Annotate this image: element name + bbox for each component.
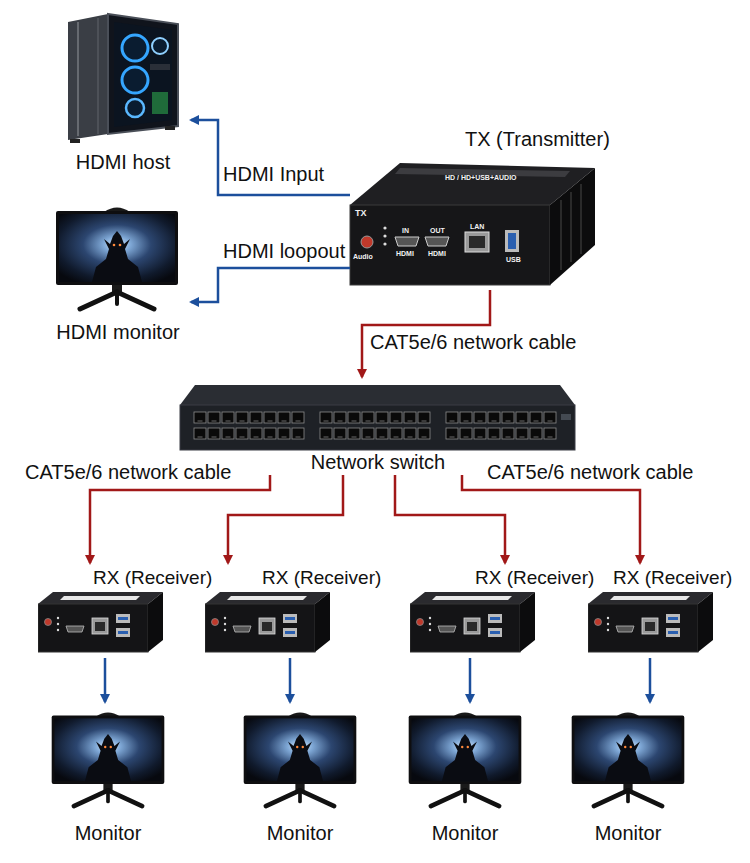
monitor-picture bbox=[244, 712, 357, 806]
monitor-node: Monitor bbox=[566, 705, 690, 850]
panel-label: IN bbox=[402, 227, 409, 234]
pc-tower bbox=[122, 35, 148, 61]
cable-label: CAT5e/6 network cable bbox=[23, 461, 233, 484]
receiver-picture bbox=[588, 592, 713, 652]
panel-label: HD / HD+USB+AUDIO bbox=[445, 174, 517, 181]
panel-label: TX bbox=[355, 209, 367, 218]
transmitter-device bbox=[465, 232, 489, 252]
node-title: RX (Receiver) bbox=[262, 566, 381, 589]
monitor-picture bbox=[52, 712, 165, 806]
receiver-picture bbox=[38, 592, 163, 652]
hdmi-arrow bbox=[649, 658, 652, 702]
network-switch bbox=[180, 385, 575, 405]
panel-label: LAN bbox=[470, 223, 484, 230]
transmitter-device bbox=[505, 230, 519, 252]
transmitter-device bbox=[580, 184, 582, 254]
node-title: HDMI monitor bbox=[56, 321, 179, 344]
pc-tower bbox=[70, 139, 80, 143]
transmitter-device bbox=[395, 237, 419, 246]
receiver-node: RX (Receiver) bbox=[205, 566, 390, 658]
hdmi-arrow bbox=[104, 658, 107, 702]
node-title: Monitor bbox=[267, 822, 334, 845]
cable-label: HDMI loopout bbox=[221, 240, 347, 263]
pc-tower bbox=[108, 14, 178, 134]
monitor-picture bbox=[572, 712, 685, 806]
hdmi-arrow bbox=[469, 658, 472, 702]
network-switch bbox=[180, 405, 575, 450]
network-cable-arrow bbox=[462, 475, 640, 563]
monitor-node: Monitor bbox=[238, 705, 362, 850]
connectors bbox=[90, 120, 650, 702]
receiver-node: RX (Receiver) bbox=[38, 566, 218, 658]
node-title: HDMI host bbox=[76, 151, 170, 174]
transmitter-node: TX (Transmitter) bbox=[350, 128, 615, 290]
receiver-picture bbox=[205, 592, 330, 652]
pc-tower bbox=[122, 67, 148, 93]
transmitter-device bbox=[469, 236, 485, 248]
node-title: RX (Receiver) bbox=[475, 566, 594, 589]
node-title: RX (Receiver) bbox=[613, 566, 732, 589]
transmitter-device bbox=[350, 205, 550, 285]
node-title: Monitor bbox=[595, 822, 662, 845]
monitor-picture bbox=[56, 208, 178, 310]
network-switch bbox=[180, 385, 575, 450]
pc-tower bbox=[150, 64, 170, 70]
pc-tower bbox=[68, 14, 178, 143]
node-title: Monitor bbox=[75, 822, 142, 845]
transmitter-device bbox=[350, 163, 595, 285]
transmitter-device bbox=[383, 234, 386, 237]
cable-label: HDMI Input bbox=[221, 163, 326, 186]
network-switch bbox=[561, 414, 571, 420]
cable-label: CAT5e/6 network cable bbox=[368, 331, 578, 354]
receiver-picture bbox=[410, 592, 535, 652]
network-cable-arrow bbox=[90, 475, 270, 563]
network-switch bbox=[319, 410, 431, 442]
pc-tower bbox=[152, 92, 168, 114]
monitor-picture bbox=[409, 712, 522, 806]
node-title: Monitor bbox=[432, 822, 499, 845]
hdmi-arrow bbox=[289, 658, 292, 702]
hdmi-arrow bbox=[191, 120, 350, 195]
panel-label: HDMI bbox=[396, 250, 414, 257]
monitor-node: HDMI monitor bbox=[48, 205, 188, 348]
transmitter-device bbox=[570, 192, 572, 262]
panel-label: Audio bbox=[353, 253, 373, 260]
network-cable-arrow bbox=[395, 475, 505, 563]
pc-tower bbox=[97, 18, 99, 134]
network-switch bbox=[445, 410, 557, 442]
panel-label: HDMI bbox=[428, 250, 446, 257]
node-title: Network switch bbox=[311, 451, 445, 474]
hdmi-arrow bbox=[191, 268, 350, 302]
pc-tower bbox=[68, 14, 108, 140]
transmitter-device bbox=[550, 168, 595, 285]
node-title: RX (Receiver) bbox=[93, 566, 212, 589]
panel-label: OUT bbox=[430, 227, 445, 234]
node-title: TX (Transmitter) bbox=[465, 128, 610, 151]
cable-label: CAT5e/6 network cable bbox=[485, 461, 695, 484]
pc-tower bbox=[165, 126, 175, 130]
pc-tower bbox=[77, 22, 79, 136]
transmitter-device bbox=[425, 237, 449, 246]
transmitter-device bbox=[383, 226, 386, 229]
transmitter-device bbox=[383, 242, 386, 245]
receiver-node: RX (Receiver) bbox=[410, 566, 605, 658]
network-cable-arrow bbox=[228, 475, 343, 563]
monitor-node: Monitor bbox=[403, 705, 527, 850]
host-node: HDMI host bbox=[58, 10, 188, 178]
panel-label: USB bbox=[506, 256, 521, 263]
transmitter-device bbox=[560, 200, 562, 270]
monitor-node: Monitor bbox=[46, 705, 170, 850]
pc-tower bbox=[114, 22, 172, 127]
transmitter-device bbox=[361, 236, 373, 248]
receiver-node: RX (Receiver) bbox=[588, 566, 740, 658]
pc-tower bbox=[152, 38, 168, 54]
network-switch bbox=[193, 410, 305, 442]
pc-tower bbox=[126, 99, 144, 117]
transmitter-device bbox=[508, 233, 516, 249]
